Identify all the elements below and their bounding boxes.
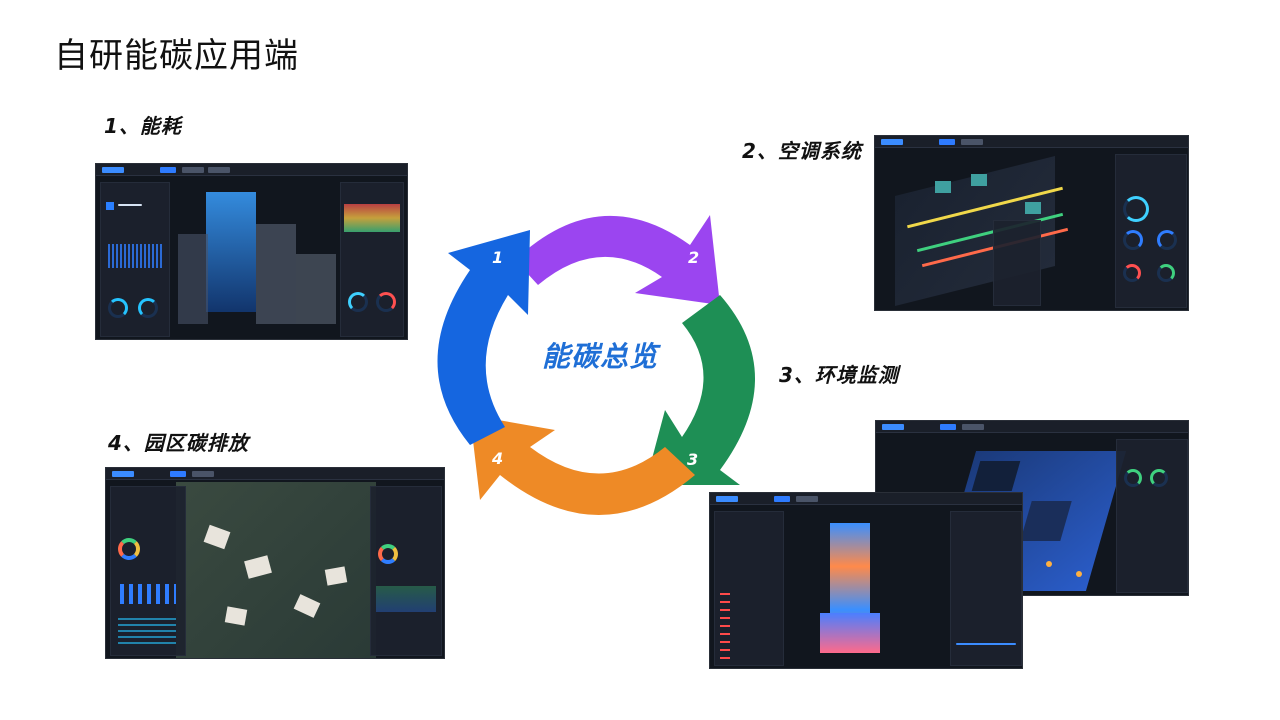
hvac-system-screenshot (874, 135, 1189, 311)
arrow-3-green (645, 295, 755, 485)
center-label: 能碳总览 (541, 340, 658, 373)
arrow-number-2: 2 (688, 248, 700, 267)
page-title: 自研能碳应用端 (54, 36, 299, 76)
arrow-2-purple (515, 215, 720, 305)
cycle-diagram (437, 215, 755, 515)
environment-building-screenshot (709, 492, 1023, 669)
section-label-park-carbon: 4、园区碳排放 (108, 431, 249, 455)
app-header-bar (96, 164, 407, 176)
arrow-1-blue (437, 230, 530, 445)
app-header-bar (876, 421, 1188, 433)
app-header-bar (106, 468, 444, 480)
arrow-number-1: 1 (492, 248, 504, 267)
energy-dashboard-screenshot (95, 163, 408, 340)
park-carbon-screenshot (105, 467, 445, 659)
section-label-energy: 1、能耗 (104, 114, 182, 138)
app-header-bar (875, 136, 1188, 148)
arrow-4-orange (470, 415, 695, 515)
section-label-environment: 3、环境监测 (779, 363, 899, 387)
app-header-bar (710, 493, 1022, 505)
arrow-number-3: 3 (687, 450, 699, 469)
arrow-number-4: 4 (492, 449, 504, 468)
section-label-hvac: 2、空调系统 (742, 139, 862, 163)
